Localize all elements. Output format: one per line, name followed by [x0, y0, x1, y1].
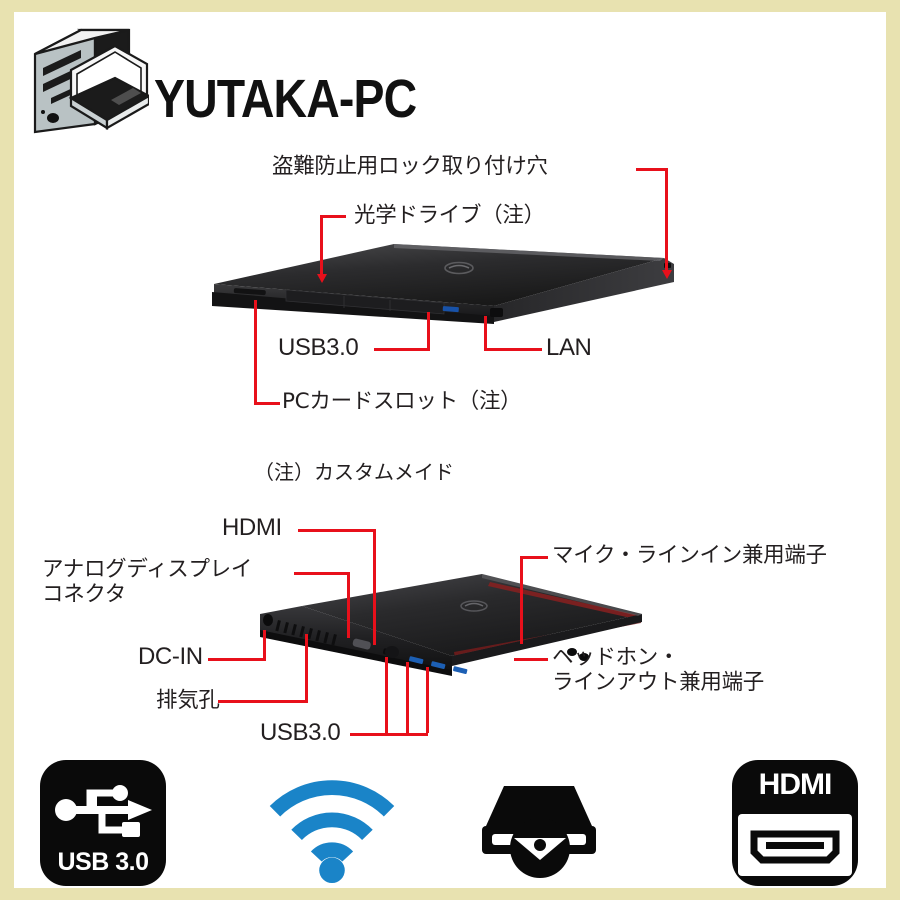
- label-hdmi: HDMI: [222, 514, 282, 541]
- leader-lock-arrow: [662, 270, 672, 279]
- desktop-and-laptop-icon: [33, 28, 149, 134]
- hdmi-badge-label: HDMI: [758, 768, 833, 801]
- label-lan: LAN: [546, 334, 592, 361]
- leader-dcin-h: [208, 658, 266, 661]
- leader-dcin-v: [263, 630, 266, 660]
- label-headphone-line-out: ヘッドホン・ ラインアウト兼用端子: [552, 645, 765, 695]
- page-title: YUTAKA-PC: [154, 69, 417, 129]
- leader-lock-v: [665, 168, 668, 272]
- leader-usb-top-v: [427, 312, 430, 350]
- page-canvas: YUTAKA-PC: [14, 12, 886, 888]
- leader-pccard-v: [254, 300, 257, 404]
- label-optical-drive: 光学ドライブ（注）: [354, 203, 545, 228]
- usb-trident-icon: [55, 785, 152, 837]
- leader-vga-v: [347, 572, 350, 638]
- usb3-tile: USB 3.0: [40, 760, 166, 886]
- leader-lock-h: [636, 168, 668, 171]
- label-lock-slot: 盗難防止用ロック取り付け穴: [272, 154, 548, 179]
- leader-usb-bot-v3: [426, 667, 429, 733]
- leader-optical-arrow: [317, 274, 327, 283]
- leader-vga-h: [294, 572, 350, 575]
- leader-usb-bot-v1: [385, 657, 388, 733]
- label-pc-card-slot: PCカードスロット（注）: [282, 389, 522, 414]
- wifi-icon: [269, 780, 395, 884]
- badge-hdmi: HDMI: [732, 760, 858, 886]
- footnote-custom-made: （注）カスタムメイド: [254, 460, 454, 484]
- label-exhaust-vent: 排気孔: [156, 688, 220, 713]
- leader-micin-h: [520, 556, 548, 559]
- usb3-badge-label: USB 3.0: [57, 848, 149, 876]
- leader-optical-v: [320, 215, 323, 277]
- leader-lan-v: [484, 316, 487, 350]
- leader-micin-v: [520, 556, 523, 644]
- leader-usb-bot-v2: [406, 662, 409, 733]
- leader-lan-h: [484, 348, 542, 351]
- laptop-top-view-image: [212, 244, 674, 324]
- label-usb30-rear: USB3.0: [260, 719, 341, 746]
- leader-pccard-h: [254, 402, 280, 405]
- leader-vent-h: [218, 700, 308, 703]
- leader-headphone-h: [514, 658, 548, 661]
- hdmi-port-icon: [738, 814, 852, 876]
- laptop-rear-view-image: [260, 574, 642, 676]
- optical-drive-icon: [482, 786, 596, 878]
- hdmi-tile: HDMI: [732, 760, 858, 886]
- badge-optical-drive: [474, 764, 604, 888]
- label-analog-display-connector: アナログディスプレイ コネクタ: [42, 557, 253, 607]
- leader-hdmi-v: [373, 529, 376, 645]
- leader-vent-v: [305, 634, 308, 700]
- label-usb30-top: USB3.0: [278, 334, 359, 361]
- badge-usb3: USB 3.0: [40, 760, 166, 886]
- leader-hdmi-h: [298, 529, 376, 532]
- feature-badge-row: USB 3.0: [14, 754, 886, 888]
- label-mic-line-in: マイク・ラインイン兼用端子: [552, 543, 827, 568]
- leader-optical-h: [320, 215, 346, 218]
- leader-usb-bot-h: [350, 733, 428, 736]
- label-dc-in: DC-IN: [138, 643, 203, 670]
- badge-wifi: [262, 768, 402, 888]
- leader-usb-top-h: [374, 348, 430, 351]
